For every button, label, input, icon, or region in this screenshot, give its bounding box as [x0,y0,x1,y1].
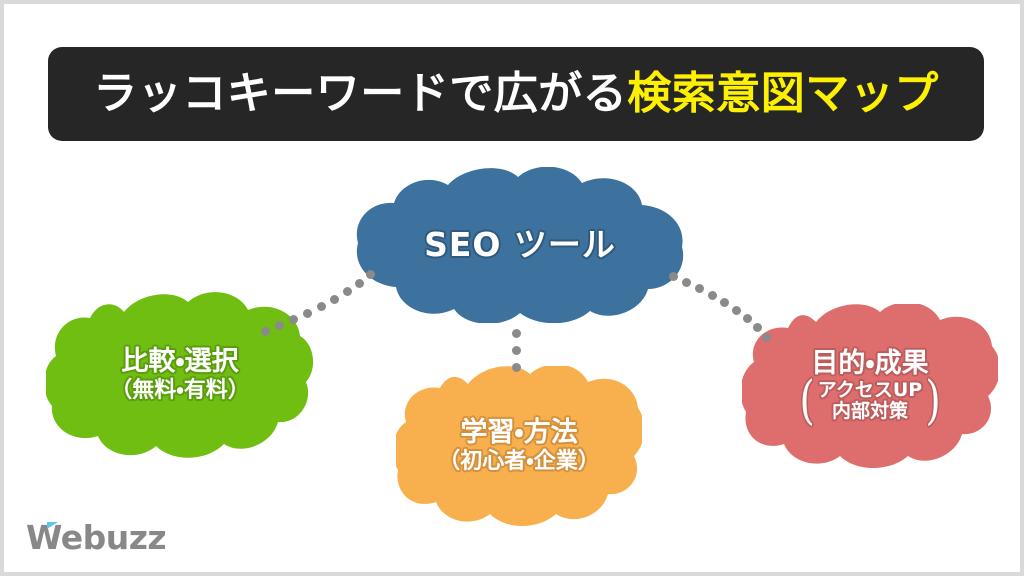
cloud-goal-result-sublines: アクセスUP 内部対策 [817,378,923,424]
page-title: ラッコキーワードで広がる検索意図マップ [93,72,939,116]
cloud-compare-select[interactable]: 比較・選択 （無料・有料） [46,292,314,458]
cloud-learn-method-title: 学習・方法 [460,416,578,448]
cloud-compare-select-subtitle: （無料・有料） [110,378,250,404]
logo-mark: Webuzz [26,521,167,554]
paren-open: ( [799,370,815,431]
cloud-compare-select-title: 比較・選択 [121,345,239,377]
logo-flag-icon [47,522,58,529]
cloud-goal-result-subtitle-line-1: アクセスUP [817,378,923,401]
page-title-primary: ラッコキーワードで広がる [93,68,628,119]
cloud-shape-learn-icon [396,366,642,526]
page-title-accent: 検索意図マップ [627,68,939,119]
cloud-goal-result-title: 目的・成果 [811,347,929,379]
cloud-seo-tool[interactable]: SEO ツール [352,167,688,323]
cloud-goal-result[interactable]: 目的・成果 ( アクセスUP 内部対策 ) [742,304,998,468]
cloud-seo-tool-label: SEO ツール [424,224,616,264]
title-banner: ラッコキーワードで広がる検索意図マップ [48,47,984,141]
cloud-learn-method-subtitle: （初心者・企業） [438,449,600,475]
cloud-shape-goal-icon [742,304,998,468]
paren-close: ) [925,370,941,431]
cloud-goal-result-subtitle-group: ( アクセスUP 内部対策 ) [797,370,944,431]
brand-logo[interactable]: Webuzz [26,521,167,554]
cloud-shape-compare-icon [46,292,314,458]
cloud-shape-center-icon [356,167,684,323]
cloud-learn-method[interactable]: 学習・方法 （初心者・企業） [396,366,642,526]
cloud-goal-result-subtitle-line-2: 内部対策 [831,400,908,423]
